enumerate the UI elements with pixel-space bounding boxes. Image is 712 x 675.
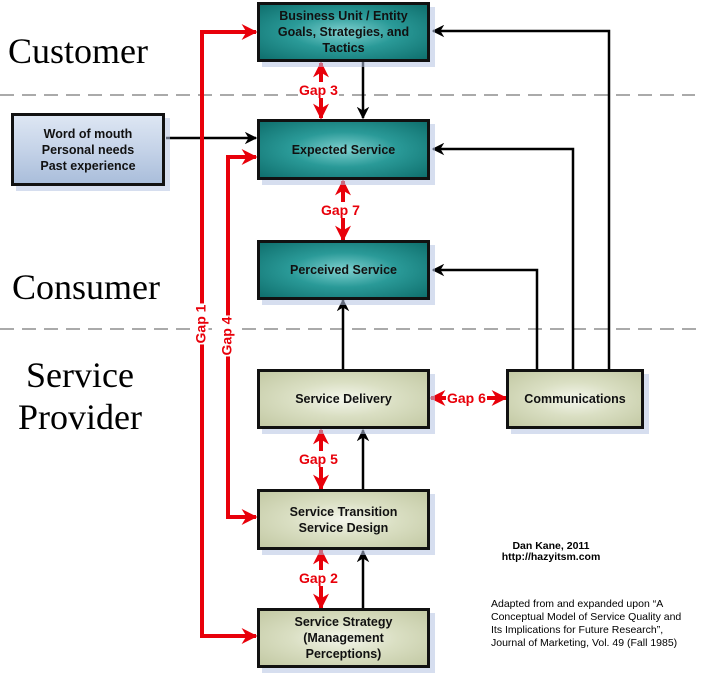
gap-label-3: Gap 3 [298,82,339,98]
box-communications[interactable]: Communications [506,369,644,429]
zone-label-service-provider: Service Provider [18,355,142,437]
box-word-of-mouth[interactable]: Word of mouth Personal needs Past experi… [11,113,165,186]
box-service-transition-design[interactable]: Service Transition Service Design [257,489,430,550]
box-service-delivery[interactable]: Service Delivery [257,369,430,429]
gap-label-6: Gap 6 [446,390,487,406]
arrow-communications-to-perceived [431,263,539,369]
credit-author: Dan Kane, 2011 [512,540,590,552]
gap-label-2: Gap 2 [298,570,339,586]
arrow-communications-to-business [431,24,611,369]
box-expected-service[interactable]: Expected Service [257,119,430,180]
box-perceived-service[interactable]: Perceived Service [257,240,430,300]
arrow-communications-to-expected [431,142,575,369]
gap-label-4: Gap 4 [218,315,235,357]
gap-label-5: Gap 5 [298,451,339,467]
credit-source: Adapted from and expanded upon “A Concep… [491,598,682,649]
credit-url: http://hazyitsm.com [501,551,601,563]
box-business-unit-goals[interactable]: Business Unit / Entity Goals, Strategies… [257,2,430,62]
zone-label-consumer: Consumer [12,267,160,307]
box-service-strategy[interactable]: Service Strategy (Management Perceptions… [257,608,430,668]
zone-label-customer: Customer [8,31,148,71]
gap-label-1: Gap 1 [192,303,209,345]
gap-label-7: Gap 7 [320,202,361,218]
